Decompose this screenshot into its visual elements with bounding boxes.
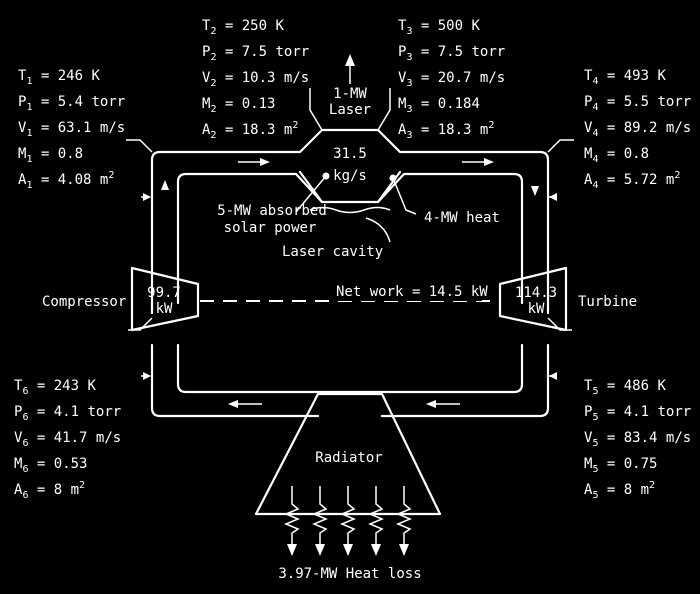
absorbed-power-line1: 5-MW absorbed: [217, 203, 327, 219]
inner-duct-bottom: [176, 343, 524, 394]
absorbed-power-line2: solar power: [224, 220, 317, 236]
state-value-6-m: M6 = 0.53: [14, 456, 87, 475]
state-value-3-p: P3 = 7.5 torr: [398, 44, 505, 63]
flow-arrows: [161, 158, 539, 408]
state-value-3-t: T3 = 500 K: [398, 18, 480, 37]
flow-rate-unit: kg/s: [333, 168, 367, 184]
flow-arrow-right-down: [531, 186, 539, 196]
flow-arrow-top-right: [462, 158, 494, 166]
state-value-4-a: A4 = 5.72 m2: [584, 170, 680, 191]
flow-arrow-bottom-left: [228, 400, 262, 408]
heat-label: 4-MW heat: [424, 210, 500, 226]
cavity-pointers: [295, 172, 417, 243]
turbine-unit: kW: [528, 301, 545, 317]
turbine-label: Turbine: [578, 294, 637, 310]
state-value-5-v: V5 = 83.4 m/s: [584, 430, 691, 449]
state-value-1-a: A1 = 4.08 m2: [18, 170, 114, 191]
radiator-shape: [254, 392, 442, 516]
heat-loss-arrow-5: [396, 486, 412, 546]
laser-label-line1: 1-MW: [333, 86, 367, 102]
laser-output-arrow: [345, 54, 355, 84]
heat-loss-arrow-4: [368, 486, 384, 546]
state-value-1-p: P1 = 5.4 torr: [18, 94, 125, 113]
flow-rate-value: 31.5: [333, 146, 367, 162]
state-value-2-p: P2 = 7.5 torr: [202, 44, 309, 63]
state-value-4-t: T4 = 493 K: [584, 68, 666, 87]
state-value-2-m: M2 = 0.13: [202, 96, 275, 115]
heat-loss-arrowhead-3: [343, 544, 353, 556]
compressor-unit: kW: [156, 301, 173, 317]
state-value-6-v: V6 = 41.7 m/s: [14, 430, 121, 449]
station-pointers: [126, 88, 574, 380]
laser-cavity-label: Laser cavity: [282, 244, 383, 260]
state-value-1-t: T1 = 246 K: [18, 68, 100, 87]
state-value-3-v: V3 = 20.7 m/s: [398, 70, 505, 89]
flow-arrow-left-up: [161, 180, 169, 190]
heat-loss-arrowhead-1: [287, 544, 297, 556]
state-2-values: T2 = 250 K P2 = 7.5 torr V2 = 10.3 m/s M2 =…: [202, 18, 309, 141]
net-work-label: Net work = 14.5 kW: [336, 284, 488, 300]
state-value-5-t: T5 = 486 K: [584, 378, 666, 397]
state-value-2-t: T2 = 250 K: [202, 18, 284, 37]
state-value-1-v: V1 = 63.1 m/s: [18, 120, 125, 139]
state-value-4-m: M4 = 0.8: [584, 146, 649, 165]
compressor-power: 99.7: [147, 285, 181, 301]
state-3-values: T3 = 500 K P3 = 7.5 torr V3 = 20.7 m/s M3 =…: [398, 18, 505, 141]
inner-duct: [176, 172, 524, 305]
outer-duct-bottom: [150, 343, 550, 418]
heat-loss-arrowhead-4: [371, 544, 381, 556]
state-value-6-t: T6 = 243 K: [14, 378, 96, 397]
state-1-values: T1 = 246 K P1 = 5.4 torr V1 = 63.1 m/s M1 =…: [18, 68, 125, 191]
heat-loss-label: 3.97-MW Heat loss: [278, 566, 421, 582]
state-value-6-p: P6 = 4.1 torr: [14, 404, 121, 423]
flow-arrow-top-left: [238, 158, 270, 166]
compressor-shape: [130, 266, 200, 332]
state-value-2-v: V2 = 10.3 m/s: [202, 70, 309, 89]
heat-loss-arrow-3: [340, 486, 356, 546]
laser-cavity-window: [309, 206, 391, 214]
compressor-label: Compressor: [42, 294, 126, 310]
heat-loss-arrowhead-5: [399, 544, 409, 556]
state-value-4-v: V4 = 89.2 m/s: [584, 120, 691, 139]
state-value-5-m: M5 = 0.75: [584, 456, 657, 475]
heat-loss-arrow-2: [312, 486, 328, 546]
state-value-6-a: A6 = 8 m2: [14, 480, 85, 501]
state-5-values: T5 = 486 K P5 = 4.1 torr V5 = 83.4 m/s M5 =…: [584, 378, 691, 501]
laser-label-line2: Laser: [329, 102, 371, 118]
heat-loss-arrows: [284, 486, 412, 556]
state-value-2-a: A2 = 18.3 m2: [202, 120, 298, 141]
state-4-values: T4 = 493 K P4 = 5.5 torr V4 = 89.2 m/s M4 =…: [584, 68, 691, 191]
heat-loss-arrowhead-2: [315, 544, 325, 556]
state-value-4-p: P4 = 5.5 torr: [584, 94, 691, 113]
state-value-1-m: M1 = 0.8: [18, 146, 83, 165]
state-value-5-p: P5 = 4.1 torr: [584, 404, 691, 423]
flow-arrow-bottom-right: [426, 400, 460, 408]
radiator-label: Radiator: [315, 450, 382, 466]
state-value-5-a: A5 = 8 m2: [584, 480, 655, 501]
state-value-3-m: M3 = 0.184: [398, 96, 480, 115]
state-value-3-a: A3 = 18.3 m2: [398, 120, 494, 141]
outer-duct: [150, 128, 550, 315]
state-6-values: T6 = 243 K P6 = 4.1 torr V6 = 41.7 m/s M6 =…: [14, 378, 121, 501]
heat-loss-arrow-1: [284, 486, 300, 546]
turbine-power: 114.3: [515, 285, 557, 301]
